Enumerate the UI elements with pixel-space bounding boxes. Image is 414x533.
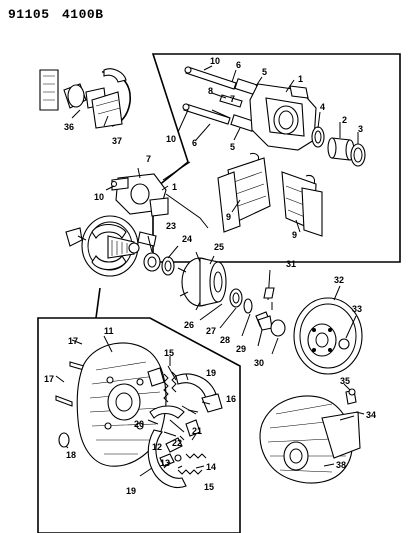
callout-22-retainer: 22 <box>172 438 182 448</box>
callout-10-bolt: 10 <box>94 192 104 202</box>
callout-17-screw-upper: 17 <box>68 336 78 346</box>
callout-15-spring-lower: 15 <box>204 482 214 492</box>
callout-7-bracket: 7 <box>146 154 151 164</box>
callout-18-plug: 18 <box>66 450 76 460</box>
callout-14-lever: 14 <box>206 462 216 472</box>
callout-8-bushing: 8 <box>208 86 213 96</box>
callout-6-sleeve-lower: 6 <box>192 138 197 148</box>
callout-1-caliper: 1 <box>298 74 303 84</box>
callout-31-cotter-pin: 31 <box>286 259 296 269</box>
callout-37-retainer: 37 <box>112 136 122 146</box>
callout-13-adjuster: 13 <box>160 458 170 468</box>
callout-38-dust-shield: 38 <box>336 460 346 470</box>
parking-brake-detail <box>39 68 131 129</box>
doc-number: 91105 <box>8 7 50 22</box>
brake-rotor <box>293 285 363 375</box>
callout-11-backing-plate: 11 <box>104 326 114 336</box>
callout-9-pad-inboard: 9 <box>226 212 231 222</box>
callout-6-sleeve-upper: 6 <box>236 60 241 70</box>
callout-10-pin-upper: 10 <box>210 56 220 66</box>
callout-34-bracket: 34 <box>366 410 376 420</box>
callout-33-nut: 33 <box>352 304 362 314</box>
callout-23-shoe-assembly: 23 <box>166 221 176 231</box>
callout-9-pad-outboard: 9 <box>292 230 297 240</box>
callout-20-strut: 20 <box>134 419 144 429</box>
caliper-inset-box <box>151 53 401 263</box>
callout-19-shoe-lower: 19 <box>126 486 136 496</box>
callout-21-pin: 21 <box>192 426 202 436</box>
callout-3-boot: 3 <box>358 124 363 134</box>
callout-30-cap: 30 <box>254 358 264 368</box>
callout-1-caliper-small: 1 <box>172 182 177 192</box>
callout-24-seal: 24 <box>182 234 192 244</box>
callout-5-bushing-upper: 5 <box>262 67 267 77</box>
callout-15-spring-upper: 15 <box>164 348 174 358</box>
callout-26-bearing: 26 <box>184 320 194 330</box>
callout-7-boot-inset: 7 <box>230 94 235 104</box>
callout-36-cable: 36 <box>64 122 74 132</box>
callout-5-bushing-lower: 5 <box>230 142 235 152</box>
callout-10-pin-lower: 10 <box>166 134 176 144</box>
diagram-code: 4100B <box>62 7 104 22</box>
callout-17-screw-lower: 17 <box>44 374 54 384</box>
callout-12-spring: 12 <box>152 442 162 452</box>
callout-28-nut: 28 <box>220 335 230 345</box>
callout-29-lock: 29 <box>236 344 246 354</box>
callout-4-seal: 4 <box>320 102 325 112</box>
callout-16-clip: 16 <box>226 394 236 404</box>
dust-shield <box>259 383 365 484</box>
callout-32-rotor: 32 <box>334 275 344 285</box>
callout-2-piston: 2 <box>342 115 347 125</box>
callout-27-washer: 27 <box>206 326 216 336</box>
drum-brake-inset <box>37 287 241 533</box>
callout-25-hub: 25 <box>214 242 224 252</box>
callout-labels: 1 1 2 3 4 5 5 6 6 7 7 8 9 9 10 10 10 11 … <box>44 56 376 496</box>
hub-and-bearing-stack <box>65 161 286 355</box>
callout-35-bolt: 35 <box>340 376 350 386</box>
callout-19-shoe-upper: 19 <box>206 368 216 378</box>
